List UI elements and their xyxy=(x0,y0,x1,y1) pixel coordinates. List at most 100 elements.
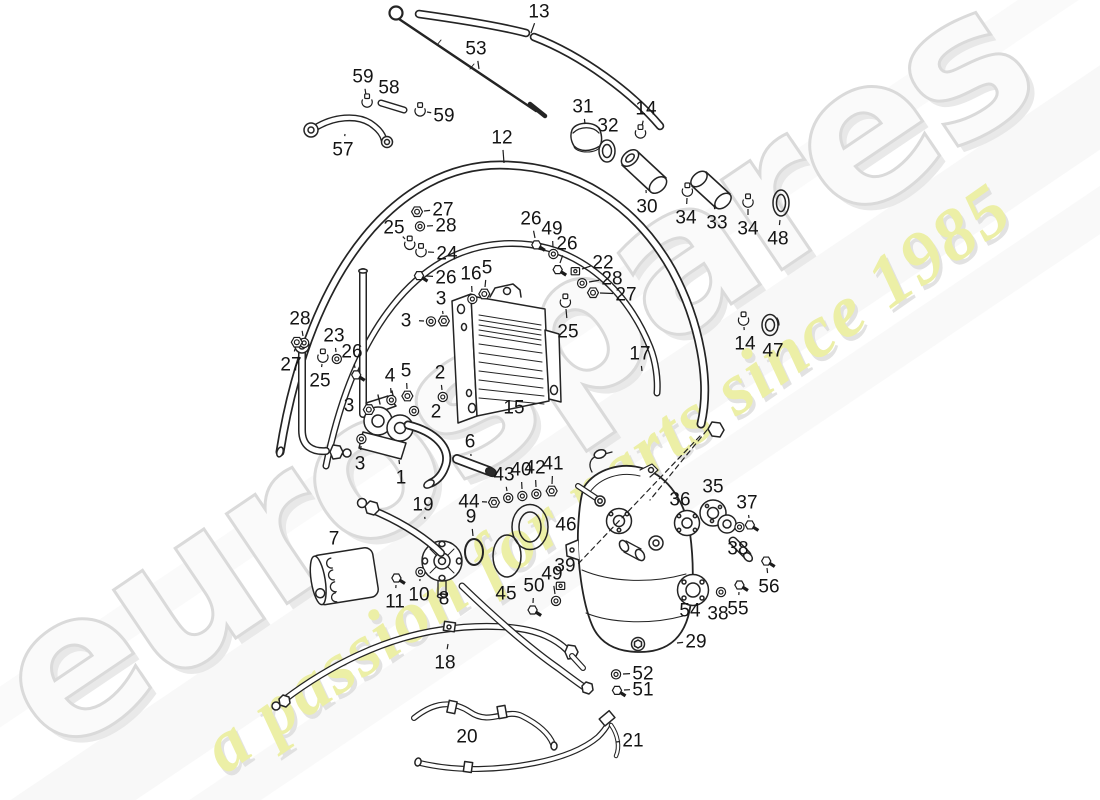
callout-43[interactable]: 43 xyxy=(493,465,515,504)
callout-3[interactable]: 3 xyxy=(436,289,451,327)
callout-25[interactable]: 25 xyxy=(383,218,416,251)
callout-30[interactable]: 30 xyxy=(636,189,658,218)
callout-53[interactable]: 53 xyxy=(465,39,487,70)
callout-59[interactable]: 59 xyxy=(352,67,374,108)
callout-55[interactable]: 55 xyxy=(727,580,749,620)
nut-icon xyxy=(401,390,414,402)
callout-25[interactable]: 25 xyxy=(309,348,331,392)
callout-37[interactable]: 37 xyxy=(736,493,760,532)
callout-39[interactable]: 39 xyxy=(554,556,576,591)
callout-27[interactable]: 27 xyxy=(586,285,637,306)
callout-21[interactable]: 21 xyxy=(615,731,644,752)
callout-56[interactable]: 56 xyxy=(758,556,780,598)
tube-58-drawing xyxy=(377,99,408,114)
callout-9[interactable]: 9 xyxy=(466,507,477,537)
callout-26[interactable]: 26 xyxy=(341,342,366,382)
callout-26[interactable]: 26 xyxy=(552,234,578,277)
part-number: 27 xyxy=(615,285,636,306)
leader-line xyxy=(426,111,432,114)
washer-icon xyxy=(715,586,727,598)
callout-4[interactable]: 4 xyxy=(385,366,397,406)
callout-16[interactable]: 16 xyxy=(460,264,482,305)
callout-26[interactable]: 26 xyxy=(520,209,546,252)
callout-31[interactable]: 31 xyxy=(572,97,594,125)
leader-line xyxy=(713,204,716,210)
callout-25[interactable]: 25 xyxy=(557,293,579,343)
callout-14[interactable]: 14 xyxy=(734,311,756,355)
callout-42[interactable]: 42 xyxy=(524,458,546,500)
part-number: 27 xyxy=(280,355,301,376)
callout-22[interactable]: 22 xyxy=(570,253,614,276)
leader-line xyxy=(471,528,474,537)
callout-52[interactable]: 52 xyxy=(610,664,654,685)
callout-32[interactable]: 32 xyxy=(597,116,618,137)
dipstick-drawing xyxy=(388,5,548,119)
callout-26[interactable]: 26 xyxy=(413,268,457,289)
part-number: 33 xyxy=(706,213,727,234)
callout-58[interactable]: 58 xyxy=(378,78,399,99)
leader-line xyxy=(581,265,591,270)
callout-34[interactable]: 34 xyxy=(675,182,697,229)
callout-17[interactable]: 17 xyxy=(629,344,651,372)
callout-41[interactable]: 41 xyxy=(542,454,564,497)
part-number: 26 xyxy=(556,234,577,255)
callout-2[interactable]: 2 xyxy=(408,402,441,423)
leader-line xyxy=(676,641,684,644)
callout-47[interactable]: 47 xyxy=(762,341,783,362)
hose-13-drawing xyxy=(414,9,665,131)
callout-3[interactable]: 3 xyxy=(344,396,376,417)
callout-23[interactable]: 23 xyxy=(323,326,345,365)
callout-3[interactable]: 3 xyxy=(401,311,437,332)
callout-36[interactable]: 36 xyxy=(669,490,690,511)
callout-5[interactable]: 5 xyxy=(401,361,414,402)
callout-40[interactable]: 40 xyxy=(510,460,532,502)
callout-18[interactable]: 18 xyxy=(434,643,456,674)
callout-33[interactable]: 33 xyxy=(706,204,728,234)
washer-icon xyxy=(531,488,542,500)
callout-2[interactable]: 2 xyxy=(435,363,448,403)
callout-34[interactable]: 34 xyxy=(737,193,759,240)
callout-8[interactable]: 8 xyxy=(439,589,450,610)
callout-54[interactable]: 54 xyxy=(679,601,701,622)
callout-19[interactable]: 19 xyxy=(412,495,434,520)
left-hose-elbow-drawing xyxy=(294,338,352,460)
callout-49[interactable]: 49 xyxy=(541,219,563,260)
callout-5[interactable]: 5 xyxy=(478,258,492,300)
callout-20[interactable]: 20 xyxy=(456,727,477,748)
callout-49[interactable]: 49 xyxy=(541,564,563,607)
callout-44[interactable]: 44 xyxy=(458,492,501,513)
callout-51[interactable]: 51 xyxy=(611,680,654,701)
callout-14[interactable]: 14 xyxy=(634,99,657,139)
part-number: 43 xyxy=(493,465,514,486)
callout-12[interactable]: 12 xyxy=(491,128,513,164)
callout-1[interactable]: 1 xyxy=(396,459,407,489)
part-number: 31 xyxy=(572,97,593,118)
oil-tank-drawing xyxy=(565,448,694,653)
callout-6[interactable]: 6 xyxy=(465,432,476,457)
part-number: 9 xyxy=(466,507,477,528)
callout-29[interactable]: 29 xyxy=(676,632,707,653)
part-number: 12 xyxy=(491,128,512,149)
callout-15[interactable]: 15 xyxy=(503,398,524,419)
callout-59[interactable]: 59 xyxy=(414,102,455,127)
callout-28[interactable]: 28 xyxy=(576,269,623,290)
callout-46[interactable]: 46 xyxy=(555,515,576,536)
callout-10[interactable]: 10 xyxy=(408,566,430,606)
callout-3[interactable]: 3 xyxy=(355,433,367,475)
leader-line xyxy=(353,363,356,369)
callout-27[interactable]: 27 xyxy=(410,200,454,221)
callout-38[interactable]: 38 xyxy=(727,521,749,560)
callout-50[interactable]: 50 xyxy=(523,576,545,617)
leader-line xyxy=(553,585,556,595)
callout-11[interactable]: 11 xyxy=(385,573,406,613)
callout-24[interactable]: 24 xyxy=(415,243,458,265)
callout-7[interactable]: 7 xyxy=(329,529,340,550)
callout-28[interactable]: 28 xyxy=(414,216,457,237)
callout-27[interactable]: 27 xyxy=(280,336,303,376)
callout-57[interactable]: 57 xyxy=(332,133,354,161)
callout-45[interactable]: 45 xyxy=(495,584,516,605)
callout-13[interactable]: 13 xyxy=(528,2,550,34)
callout-48[interactable]: 48 xyxy=(767,219,789,250)
callout-35[interactable]: 35 xyxy=(702,477,723,498)
callout-38[interactable]: 38 xyxy=(707,586,729,625)
